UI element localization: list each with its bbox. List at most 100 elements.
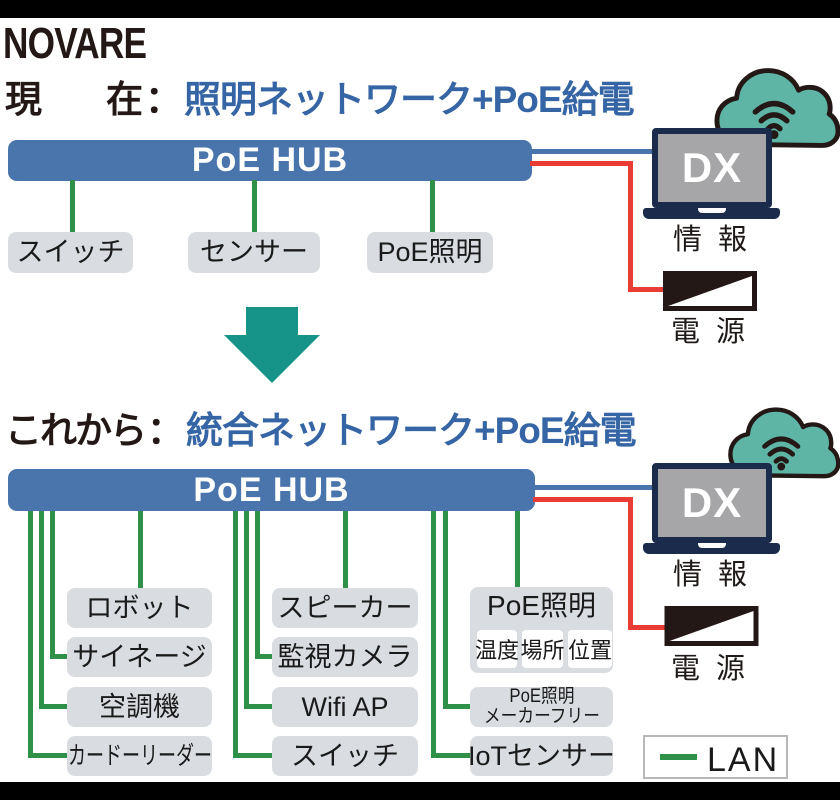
bottom-black-bar [0,782,840,800]
current-poe-hub-bar: PoE HUB [8,140,532,181]
current-heading: 現在：照明ネットワーク+PoE給電 [5,79,635,120]
device-label: スイッチ [291,740,399,771]
current-heading-title: 照明ネットワーク+PoE給電 [184,79,635,120]
device-box-camera: 監視カメラ [272,637,418,677]
wifi-icon [752,100,796,132]
laptop-base [643,543,780,554]
lan-line [431,511,436,758]
lan-line [430,180,435,233]
power-icon [663,271,757,311]
device-box-poe-light: PoE照明 [367,232,493,273]
device-box-aircon: 空調機 [67,687,212,727]
future-poe-hub-bar: PoE HUB [8,469,535,511]
info-label: 情 報 [672,559,752,591]
top-black-bar [0,0,840,18]
power-line [628,625,666,630]
lan-line [255,654,272,659]
lan-line [138,511,143,588]
future-heading-prefix: これから [5,410,147,451]
lan-line [515,511,520,587]
future-poe-hub-label: PoE HUB [193,470,350,509]
laptop-notch [697,543,726,548]
lan-legend-label: LAN [707,741,780,779]
device-label: サイネージ [72,641,207,672]
power-line [628,287,666,292]
lan-line [343,511,348,588]
chip-label: 場所 [520,638,565,663]
current-heading-colon: ： [145,79,182,120]
power-line [533,497,633,502]
device-label: PoE照明 [508,686,575,708]
future-heading: これから：統合ネットワーク+PoE給電 [5,410,637,451]
info-line [533,485,656,490]
device-box-signage: サイネージ [67,637,212,677]
device-box-sensor: センサー [188,232,320,273]
current-poe-hub-label: PoE HUB [191,141,349,179]
lan-line [443,511,448,709]
laptop-icon: DX [652,463,772,543]
laptop-notch [697,208,726,213]
lan-line [233,753,272,758]
device-label: 監視カメラ [277,641,413,672]
lan-line [244,704,272,709]
device-box-speaker: スピーカー [272,588,418,628]
lan-line [39,511,44,709]
device-label: PoE照明 [377,237,483,267]
device-box-card-reader: カードーリーダー [67,736,212,776]
device-label: ロボット [85,592,194,623]
power-line [628,161,633,292]
chip-label: 位置 [568,638,613,663]
power-line [530,161,633,166]
lan-line [233,511,238,758]
dx-label: DX [681,479,743,526]
power-icon [664,606,759,646]
chip-position: 位置 [568,630,612,668]
laptop-base [643,208,780,219]
lan-line [28,511,33,758]
lan-line [255,511,260,659]
device-box-switch: スイッチ [8,232,133,273]
future-heading-title: 統合ネットワーク+PoE給電 [186,410,637,451]
lan-legend: LAN [643,735,788,779]
current-heading-prefix: 現在 [5,79,143,120]
chip-label: 温度 [475,638,520,663]
dx-label: DX [681,144,743,191]
device-label: IoTセンサー [468,740,616,771]
cloud-icon [728,407,840,479]
device-box-switch: スイッチ [272,736,418,776]
power-label: 電 源 [670,316,750,348]
device-label: メーカーフリー [483,706,600,727]
lan-line [50,511,55,659]
lan-line [28,753,67,758]
chip-temperature: 温度 [475,630,520,668]
info-label: 情 報 [672,224,752,256]
lan-line [431,753,470,758]
chip-place: 場所 [520,630,565,668]
down-arrow-icon [224,307,320,383]
device-label: カードーリーダー [67,741,212,770]
poe-light-title: PoE照明 [487,590,596,621]
lan-line [443,704,470,709]
device-label: センサー [200,237,308,267]
lan-line [252,180,257,233]
device-box-wifi-ap: Wifi AP [272,687,418,727]
laptop-icon: DX [652,128,772,208]
device-box-maker-free: PoE照明 メーカーフリー [470,687,613,727]
device-label: スイッチ [16,237,125,267]
info-line [530,149,656,154]
power-label: 電 源 [670,653,750,685]
device-label: 空調機 [99,691,180,722]
device-label: Wifi AP [301,691,389,722]
lan-line [39,704,67,709]
power-line [628,497,633,630]
lan-line [70,180,75,233]
lan-line [50,654,67,659]
device-box-robot: ロボット [67,588,212,628]
brand-title: NOVARE [3,19,147,68]
lan-legend-line [660,754,697,760]
future-heading-colon: ： [147,410,184,451]
lan-line [244,511,249,709]
device-box-iot-sensor: IoTセンサー [468,736,616,776]
device-label: スピーカー [277,592,413,623]
